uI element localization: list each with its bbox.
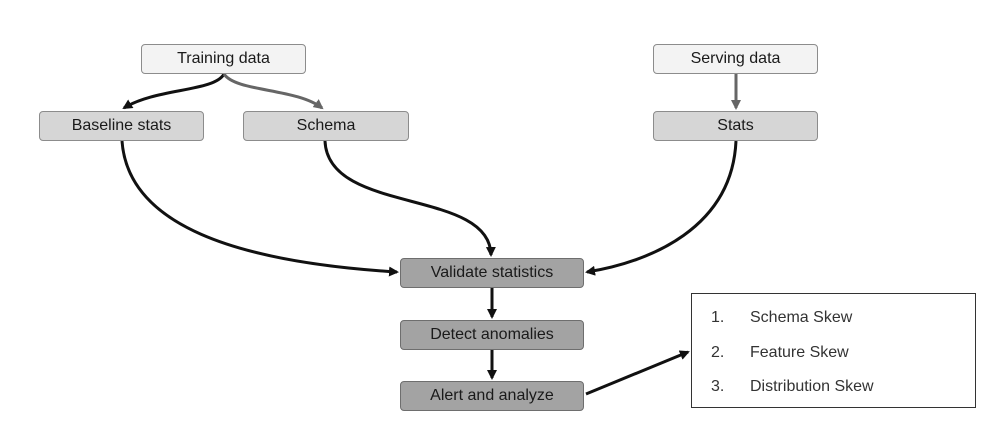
list-item-label: Distribution Skew: [750, 378, 874, 395]
node-baseline-stats: Baseline stats: [39, 111, 204, 141]
node-serving-data: Serving data: [653, 44, 818, 74]
list-item-label: Schema Skew: [750, 309, 853, 326]
edge-baseline-to-validate: [120, 140, 399, 277]
node-stats: Stats: [653, 111, 818, 141]
node-schema: Schema: [243, 111, 409, 141]
list-item-number: 2.: [711, 344, 725, 361]
node-alert-and-analyze: Alert and analyze: [400, 381, 584, 411]
node-validate-statistics: Validate statistics: [400, 258, 584, 288]
skew-types-list: 1. Schema Skew 2. Feature Skew 3. Distri…: [691, 293, 976, 408]
node-detect-anomalies: Detect anomalies: [400, 320, 584, 350]
edge-schema-to-validate: [323, 140, 496, 257]
node-training-data: Training data: [141, 44, 306, 74]
list-item-label: Feature Skew: [750, 344, 849, 361]
edge-alert-to-skew-list: [585, 350, 690, 396]
list-item-number: 1.: [711, 309, 725, 326]
edge-training-to-schema: [222, 72, 324, 110]
edge-training-to-baseline: [122, 73, 226, 110]
edge-stats-to-validate: [585, 140, 738, 276]
list-item-number: 3.: [711, 378, 725, 395]
